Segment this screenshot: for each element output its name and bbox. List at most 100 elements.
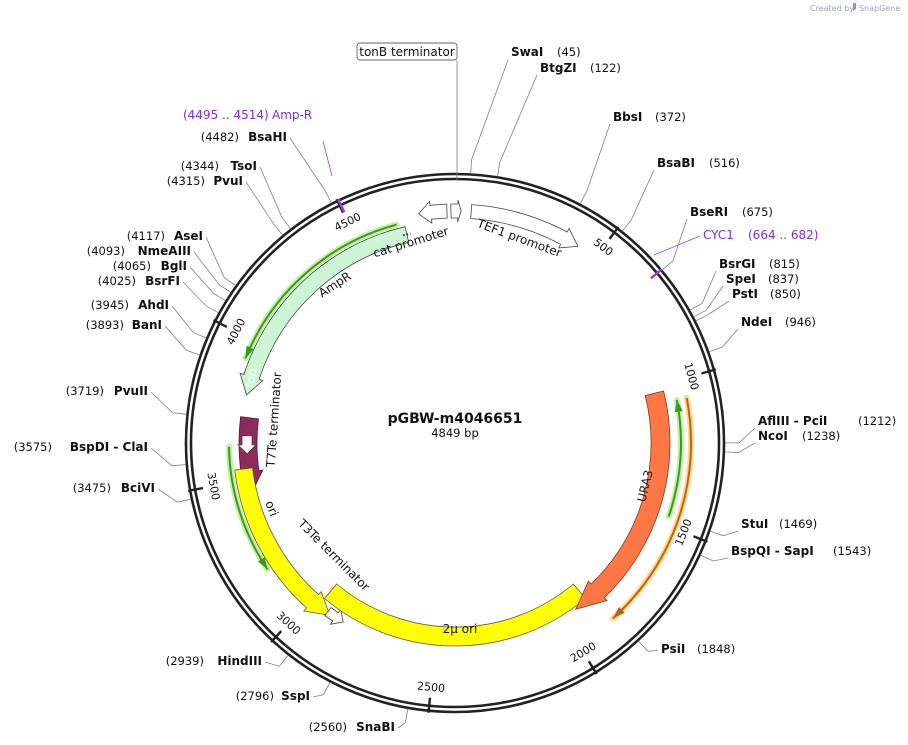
amp-r-name: Amp-R xyxy=(272,108,312,122)
site-label-btgzi[interactable]: BtgZI(122) xyxy=(540,61,621,75)
feature-ampr[interactable] xyxy=(239,226,411,396)
site-name: PvuI xyxy=(213,174,243,188)
site-position: (1212) xyxy=(858,414,896,428)
tick-mark xyxy=(701,368,717,375)
feature-ura3[interactable] xyxy=(575,390,671,610)
site-label-spei[interactable]: SpeI(837) xyxy=(726,272,799,286)
backbone-outer xyxy=(184,172,726,714)
site-position: (2939) xyxy=(166,654,204,668)
primer-arrow-green-right[interactable] xyxy=(665,396,684,520)
amp-r-primer-mark xyxy=(337,198,346,213)
site-label-hindiii[interactable]: HindIII(2939) xyxy=(166,654,262,668)
site-name: SspI xyxy=(281,689,310,703)
site-position: (4344) xyxy=(181,159,219,173)
plasmid-name: pGBW-m4046651 xyxy=(388,411,523,427)
site-label-psti[interactable]: PstI(850) xyxy=(732,287,801,301)
site-leaders xyxy=(150,59,756,729)
backbone-inner xyxy=(189,177,721,709)
tick-mark xyxy=(608,226,620,240)
site-position: (1469) xyxy=(779,517,817,531)
feature-t7te-terminator[interactable] xyxy=(237,435,257,455)
site-position: (2796) xyxy=(236,689,274,703)
site-leader-line xyxy=(710,530,739,537)
site-label-bspqi[interactable]: BspQI - SapI(1543) xyxy=(731,544,871,558)
primer-arrow-green-lower-left[interactable] xyxy=(226,443,271,573)
site-leader-line xyxy=(312,682,331,698)
primer-label-amp-r[interactable]: (4495 .. 4514) Amp-R xyxy=(183,108,312,122)
site-leader-line xyxy=(193,251,232,293)
primer-label-cyc1[interactable]: CYC1 (664 .. 682) xyxy=(703,228,818,242)
site-label-bsrfi[interactable]: BsrFI(4025) xyxy=(98,274,180,288)
site-label-swai[interactable]: SwaI(45) xyxy=(511,45,581,59)
site-position: (3575) xyxy=(14,440,52,454)
site-name: StuI xyxy=(741,517,768,531)
site-name: BtgZI xyxy=(540,61,577,75)
site-name: NcoI xyxy=(758,429,788,443)
site-label-bcivi[interactable]: BciVI(3475) xyxy=(73,481,155,495)
site-label-ncoi[interactable]: NcoI(1238) xyxy=(758,429,840,443)
site-label-bsahi[interactable]: BsaHI(4482) xyxy=(201,130,287,144)
feature-2mu-ori[interactable] xyxy=(323,583,587,647)
cyc1-leader xyxy=(653,235,701,256)
tick-mark xyxy=(187,486,204,492)
primer-arrow-orange-right[interactable] xyxy=(609,395,694,622)
feature-cat-promoter[interactable] xyxy=(418,200,448,225)
site-name: SpeI xyxy=(726,272,756,286)
site-label-snabi[interactable]: SnaBI(2560) xyxy=(309,720,395,734)
feature-tef1-promoter[interactable] xyxy=(470,204,579,249)
site-leader-line xyxy=(497,74,538,177)
site-leader-line xyxy=(470,59,509,174)
amp-r-range: (4495 .. 4514) xyxy=(183,108,269,122)
feature-tonb-terminator[interactable] xyxy=(450,199,462,223)
site-leader-line xyxy=(205,236,236,286)
site-name: BspDI - ClaI xyxy=(70,440,148,454)
site-leader-line xyxy=(150,391,187,415)
site-label-asei[interactable]: AseI(4117) xyxy=(127,229,203,243)
site-name: SnaBI xyxy=(356,720,395,734)
site-label-stui[interactable]: StuI (1469) xyxy=(741,517,817,531)
site-position: (3719) xyxy=(66,384,104,398)
site-label-bbsi[interactable]: BbsI(372) xyxy=(613,110,686,124)
site-name: BbsI xyxy=(613,110,642,124)
site-leader-line xyxy=(189,266,226,302)
site-label-nmeaiii[interactable]: NmeAIII(4093) xyxy=(87,244,191,258)
site-name: PstI xyxy=(732,287,758,301)
site-label-ahdi[interactable]: AhdI (3945) xyxy=(91,298,169,312)
site-label-bsrgi[interactable]: BsrGI(815) xyxy=(719,257,800,271)
tick-label: 2000 xyxy=(568,639,599,665)
site-leader-line xyxy=(150,447,186,467)
site-leader-line xyxy=(264,654,289,667)
primer-arrow-green-left[interactable] xyxy=(242,221,400,362)
site-name: PsiI xyxy=(661,642,685,656)
site-label-ndei[interactable]: NdeI(946) xyxy=(741,315,816,329)
site-leader-line xyxy=(695,300,730,322)
tick-label: 4000 xyxy=(224,316,248,347)
site-name: AflIII - PciI xyxy=(758,414,827,428)
feature-t3te-terminator[interactable] xyxy=(324,606,344,625)
feature-ori[interactable] xyxy=(234,467,331,616)
site-label-tsoi[interactable]: TsoI(4344) xyxy=(181,159,257,173)
site-name: BsrFI xyxy=(145,274,180,288)
site-label-pvui[interactable]: PvuI(4315) xyxy=(167,174,243,188)
tick-label: 2500 xyxy=(416,679,445,695)
site-label-sspi[interactable]: SspI (2796) xyxy=(236,689,310,703)
site-label-bseri[interactable]: BseRI(675) xyxy=(690,205,773,219)
site-label-afliii[interactable]: AflIII - PciI (1212) xyxy=(758,414,896,428)
site-position: (4117) xyxy=(127,229,165,243)
tonb-label[interactable]: tonB terminator xyxy=(359,45,455,59)
site-label-pvuii[interactable]: PvuII(3719) xyxy=(66,384,148,398)
site-name: BspQI - SapI xyxy=(731,544,814,558)
site-label-bgli[interactable]: BglI(4065) xyxy=(113,259,187,273)
site-label-bspdi[interactable]: BspDI - ClaI (3575) xyxy=(14,440,148,454)
two-mu-ori-label: 2μ ori xyxy=(443,622,478,636)
site-label-bsabi[interactable]: BsaBI(516) xyxy=(657,156,740,170)
site-label-psii[interactable]: PsiI(1848) xyxy=(661,642,735,656)
site-name: AhdI xyxy=(138,298,169,312)
site-leader-line xyxy=(579,123,611,204)
site-leader-line xyxy=(661,218,688,271)
site-position: (3945) xyxy=(91,298,129,312)
site-position: (4482) xyxy=(201,130,239,144)
tick-label: 500 xyxy=(591,236,616,259)
site-leader-line xyxy=(700,554,729,562)
site-label-bani[interactable]: BanI(3893) xyxy=(86,318,162,332)
